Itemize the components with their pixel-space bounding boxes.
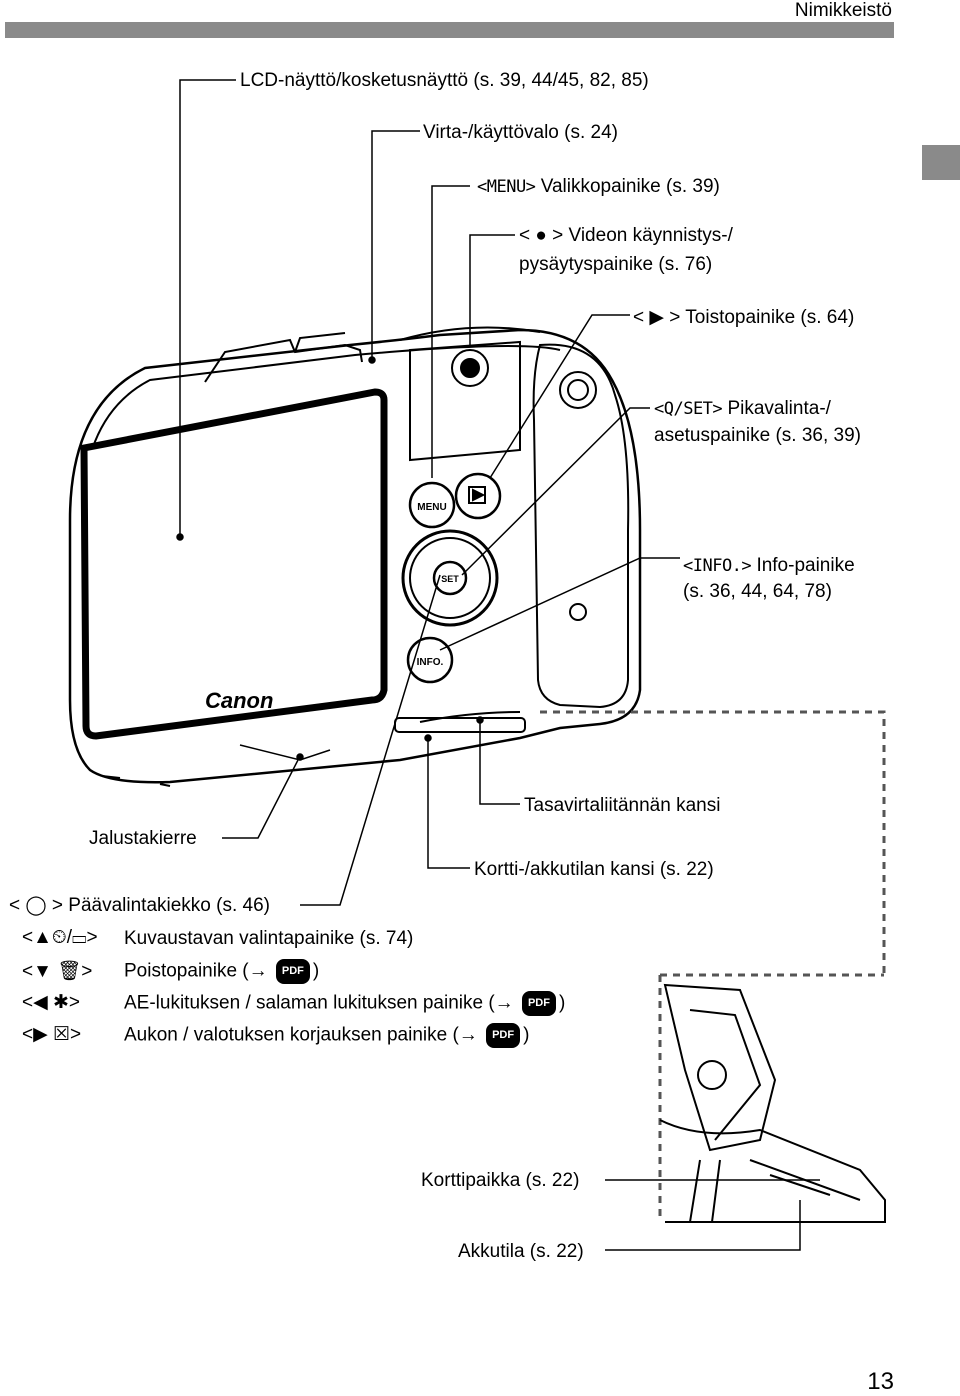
set-button-label: SET	[441, 574, 459, 584]
pdf-icon: PDF	[275, 959, 310, 984]
section-header: Nimikkeistö	[794, 0, 892, 21]
menu-button-label: MENU	[417, 502, 446, 513]
page-number: 13	[867, 1368, 894, 1395]
exposure-suffix: )	[523, 1024, 530, 1046]
main-dial-label: < ◯ > Päävalintakiekko (s. 46)	[9, 895, 270, 916]
dc-cover-label: Tasavirtaliitännän kansi	[524, 795, 721, 816]
quick-callout: <Q/SET> Pikavalinta-/	[654, 397, 831, 421]
erase-suffix: )	[312, 960, 320, 982]
info-text-line2: (s. 36, 44, 64, 78)	[683, 581, 832, 602]
erase-row: Poistopainike (→ PDF)	[124, 959, 319, 984]
info-callout: <INFO.> Info-painike	[683, 554, 855, 578]
drive-text: Kuvaustavan valintapainike (s. 74)	[124, 928, 414, 949]
pdf-icon: PDF	[521, 991, 556, 1016]
ae-lock-row: AE-lukituksen / salaman lukituksen paini…	[124, 991, 565, 1016]
video-label-line2: pysäytyspainike (s. 76)	[519, 254, 713, 275]
ae-lock-text: AE-lukituksen / salaman lukituksen paini…	[124, 992, 519, 1014]
thumb-tab	[922, 145, 960, 180]
info-key: <INFO.>	[683, 556, 752, 576]
battery-label: Akkutila (s. 22)	[458, 1241, 584, 1262]
menu-key: <MENU>	[477, 177, 536, 197]
brand-logo: Canon	[205, 688, 273, 713]
erase-text: Poistopainike (→	[124, 960, 273, 982]
quick-key: <Q/SET>	[654, 399, 723, 419]
menu-text: Valikkopainike (s. 39)	[540, 176, 720, 197]
video-label-line1: < ● > Videon käynnistys-/	[519, 225, 733, 246]
ae-lock-suffix: )	[558, 992, 566, 1014]
menu-button-callout: <MENU> Valikkopainike (s. 39)	[477, 175, 720, 199]
lcd-label: LCD-näyttö/kosketusnäyttö (s. 39, 44/45,…	[240, 70, 649, 91]
pdf-icon: PDF	[486, 1023, 521, 1048]
card-battery-cover-label: Kortti-/akkutilan kansi (s. 22)	[474, 859, 714, 880]
info-text-line1: Info-painike	[756, 555, 855, 576]
ae-lock-key: <◀ ✱>	[22, 992, 81, 1013]
quick-text-line1: Pikavalinta-/	[727, 398, 831, 419]
quick-text-line2: asetuspainike (s. 36, 39)	[654, 425, 862, 446]
power-lamp-label: Virta-/käyttövalo (s. 24)	[423, 122, 619, 143]
card-slot-label: Korttipaikka (s. 22)	[421, 1170, 580, 1191]
play-label: < ▶ > Toistopainike (s. 64)	[633, 307, 855, 328]
tripod-label: Jalustakierre	[89, 828, 197, 849]
exposure-text: Aukon / valotuksen korjauksen painike (→	[124, 1024, 484, 1046]
header-bar	[5, 22, 894, 38]
exposure-row: Aukon / valotuksen korjauksen painike (→…	[124, 1023, 529, 1048]
drive-key: <▲⏲/▭>	[22, 927, 98, 948]
exposure-key: <▶ ☒>	[22, 1024, 82, 1045]
erase-key: <▼ 🗑>	[22, 961, 93, 982]
info-button-label: INFO.	[417, 657, 444, 668]
